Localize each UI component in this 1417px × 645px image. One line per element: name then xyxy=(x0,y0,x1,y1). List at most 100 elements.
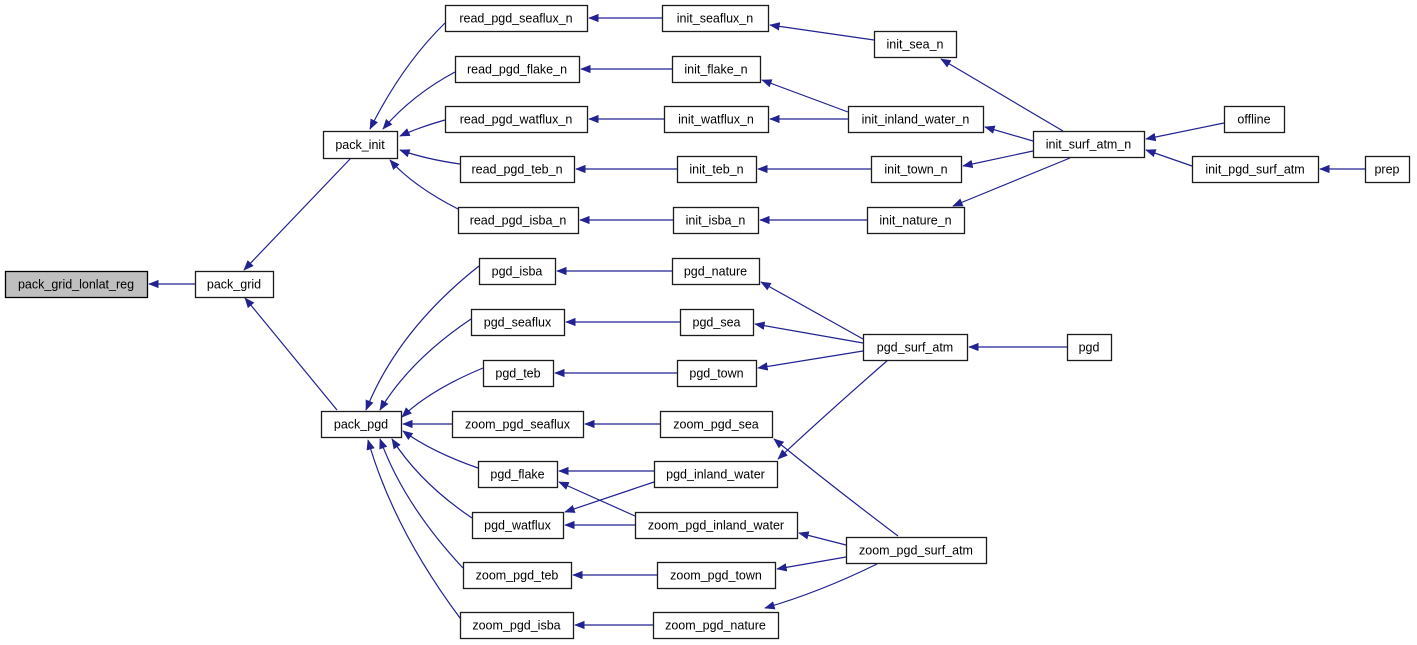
node-pgd_nature[interactable]: pgd_nature xyxy=(671,257,761,286)
node-box-read_pgd_watflux_n[interactable] xyxy=(444,105,589,134)
node-pgd[interactable]: pgd xyxy=(1066,333,1113,362)
node-zoom_pgd_nature[interactable]: zoom_pgd_nature xyxy=(652,611,780,640)
node-init_watflux_n[interactable]: init_watflux_n xyxy=(663,105,770,134)
node-box-init_town_n[interactable] xyxy=(870,155,963,184)
node-box-pgd_isba[interactable] xyxy=(478,257,557,286)
node-zoom_pgd_sea[interactable]: zoom_pgd_sea xyxy=(659,410,774,439)
node-box-pgd[interactable] xyxy=(1066,333,1113,362)
node-pgd_teb[interactable]: pgd_teb xyxy=(482,359,555,388)
node-pack_grid[interactable]: pack_grid xyxy=(194,270,275,299)
node-box-zoom_pgd_sea[interactable] xyxy=(659,410,774,439)
node-box-pack_pgd[interactable] xyxy=(320,410,403,439)
node-init_teb_n[interactable]: init_teb_n xyxy=(676,155,758,184)
node-label-init_nature_n: init_nature_n xyxy=(879,214,951,228)
node-box-prep[interactable] xyxy=(1364,155,1411,184)
node-box-pgd_watflux[interactable] xyxy=(471,511,565,540)
edge-zoom_pgd_inland_water--pgd_flake xyxy=(558,481,636,517)
node-box-zoom_pgd_town[interactable] xyxy=(656,561,777,590)
node-pgd_inland_water[interactable]: pgd_inland_water xyxy=(653,460,779,489)
node-pack_grid_lonlat_reg: pack_grid_lonlat_reg xyxy=(4,270,149,299)
node-pgd_watflux[interactable]: pgd_watflux xyxy=(471,511,565,540)
node-box-init_sea_n[interactable] xyxy=(873,30,958,59)
node-box-pgd_nature[interactable] xyxy=(671,257,761,286)
node-box-init_watflux_n[interactable] xyxy=(663,105,770,134)
node-read_pgd_teb_n[interactable]: read_pgd_teb_n xyxy=(459,155,576,184)
node-box-pgd_sea[interactable] xyxy=(679,308,755,337)
edge-zoom_pgd_surf_atm--zoom_pgd_sea xyxy=(773,438,899,537)
node-box-init_pgd_surf_atm[interactable] xyxy=(1191,155,1320,184)
node-label-init_pgd_surf_atm: init_pgd_surf_atm xyxy=(1205,163,1304,177)
node-zoom_pgd_isba[interactable]: zoom_pgd_isba xyxy=(459,611,575,640)
node-label-read_pgd_seaflux_n: read_pgd_seaflux_n xyxy=(459,12,572,26)
node-label-pgd_sea: pgd_sea xyxy=(693,316,741,330)
node-init_surf_atm_n[interactable]: init_surf_atm_n xyxy=(1032,130,1146,159)
node-pgd_sea[interactable]: pgd_sea xyxy=(679,308,755,337)
node-init_isba_n[interactable]: init_isba_n xyxy=(672,206,760,235)
node-pgd_flake[interactable]: pgd_flake xyxy=(477,460,559,489)
node-zoom_pgd_surf_atm[interactable]: zoom_pgd_surf_atm xyxy=(845,536,988,565)
node-zoom_pgd_inland_water[interactable]: zoom_pgd_inland_water xyxy=(634,511,799,540)
node-label-pgd_watflux: pgd_watflux xyxy=(484,519,551,533)
node-prep[interactable]: prep xyxy=(1364,155,1411,184)
node-read_pgd_seaflux_n[interactable]: read_pgd_seaflux_n xyxy=(444,4,589,33)
node-box-pgd_seaflux[interactable] xyxy=(470,308,566,337)
node-init_inland_water_n[interactable]: init_inland_water_n xyxy=(847,105,985,134)
node-read_pgd_flake_n[interactable]: read_pgd_flake_n xyxy=(454,55,581,84)
node-init_pgd_surf_atm[interactable]: init_pgd_surf_atm xyxy=(1191,155,1320,184)
node-offline[interactable]: offline xyxy=(1223,105,1286,134)
node-box-pgd_flake[interactable] xyxy=(477,460,559,489)
node-box-init_surf_atm_n[interactable] xyxy=(1032,130,1146,159)
node-box-pgd_teb[interactable] xyxy=(482,359,555,388)
node-box-offline[interactable] xyxy=(1223,105,1286,134)
node-box-init_inland_water_n[interactable] xyxy=(847,105,985,134)
node-box-zoom_pgd_teb[interactable] xyxy=(462,561,573,590)
node-zoom_pgd_town[interactable]: zoom_pgd_town xyxy=(656,561,777,590)
node-box-pgd_surf_atm[interactable] xyxy=(862,333,969,362)
node-box-init_seaflux_n[interactable] xyxy=(661,4,770,33)
node-label-zoom_pgd_isba: zoom_pgd_isba xyxy=(472,619,560,633)
edge-read_pgd_flake_n--pack_init xyxy=(382,71,456,130)
node-box-zoom_pgd_nature[interactable] xyxy=(652,611,780,640)
node-init_town_n[interactable]: init_town_n xyxy=(870,155,963,184)
node-box-read_pgd_teb_n[interactable] xyxy=(459,155,576,184)
node-zoom_pgd_teb[interactable]: zoom_pgd_teb xyxy=(462,561,573,590)
node-read_pgd_watflux_n[interactable]: read_pgd_watflux_n xyxy=(444,105,589,134)
node-pgd_town[interactable]: pgd_town xyxy=(676,359,758,388)
node-box-zoom_pgd_surf_atm[interactable] xyxy=(845,536,988,565)
node-box-init_nature_n[interactable] xyxy=(866,206,966,235)
node-init_seaflux_n[interactable]: init_seaflux_n xyxy=(661,4,770,33)
node-init_sea_n[interactable]: init_sea_n xyxy=(873,30,958,59)
node-init_nature_n[interactable]: init_nature_n xyxy=(866,206,966,235)
node-box-read_pgd_flake_n[interactable] xyxy=(454,55,581,84)
node-box-pack_init[interactable] xyxy=(322,130,399,160)
edge-init_sea_n--init_seaflux_n xyxy=(769,22,875,41)
node-box-init_teb_n[interactable] xyxy=(676,155,758,184)
node-box-read_pgd_isba_n[interactable] xyxy=(457,206,580,235)
edge-pgd_surf_atm--pgd_town xyxy=(757,350,864,371)
node-pgd_seaflux[interactable]: pgd_seaflux xyxy=(470,308,566,337)
node-init_flake_n[interactable]: init_flake_n xyxy=(671,55,762,84)
node-box-read_pgd_seaflux_n[interactable] xyxy=(444,4,589,33)
node-box-zoom_pgd_isba[interactable] xyxy=(459,611,575,640)
edge-init_surf_atm_n--init_town_n xyxy=(962,150,1034,169)
node-box-init_flake_n[interactable] xyxy=(671,55,762,84)
node-box-zoom_pgd_seaflux[interactable] xyxy=(451,410,585,439)
node-label-zoom_pgd_seaflux: zoom_pgd_seaflux xyxy=(465,418,571,432)
node-label-read_pgd_flake_n: read_pgd_flake_n xyxy=(467,63,567,77)
node-read_pgd_isba_n[interactable]: read_pgd_isba_n xyxy=(457,206,580,235)
node-pgd_surf_atm[interactable]: pgd_surf_atm xyxy=(862,333,969,362)
node-box-pgd_inland_water[interactable] xyxy=(653,460,779,489)
node-box-pack_grid[interactable] xyxy=(194,270,275,299)
node-box-zoom_pgd_inland_water[interactable] xyxy=(634,511,799,540)
node-label-init_sea_n: init_sea_n xyxy=(887,38,944,52)
node-box-init_isba_n[interactable] xyxy=(672,206,760,235)
node-pgd_isba[interactable]: pgd_isba xyxy=(478,257,557,286)
node-box-pgd_town[interactable] xyxy=(676,359,758,388)
node-pack_pgd[interactable]: pack_pgd xyxy=(320,410,403,439)
node-zoom_pgd_seaflux[interactable]: zoom_pgd_seaflux xyxy=(451,410,585,439)
edge-init_surf_atm_n--init_nature_n xyxy=(952,157,1071,207)
node-pack_init[interactable]: pack_init xyxy=(322,130,399,160)
edge-zoom_pgd_surf_atm--zoom_pgd_town xyxy=(776,556,847,572)
